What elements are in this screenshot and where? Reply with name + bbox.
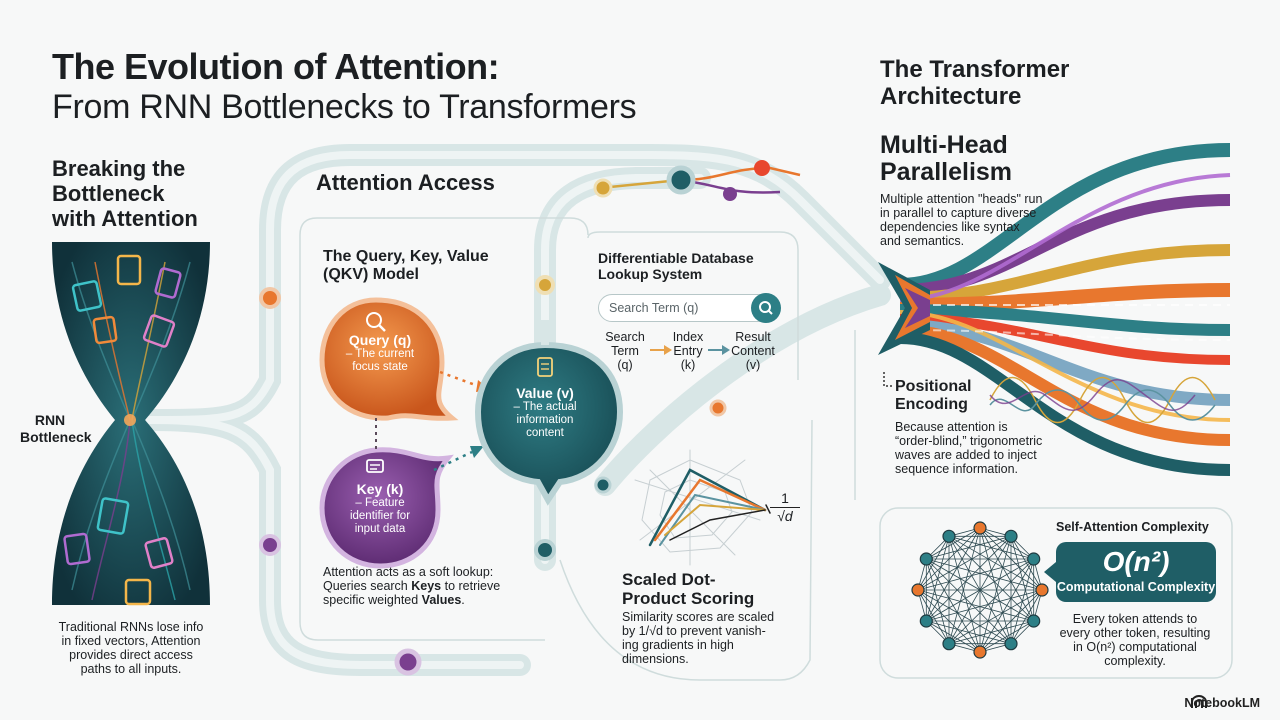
- query-node: [319, 297, 459, 421]
- graph-node: [919, 552, 933, 566]
- positional-encoding-heading: Positional Encoding: [895, 378, 972, 413]
- graph-node: [1035, 583, 1049, 597]
- positional-encoding-description: Because attention is “order-blind,” trig…: [895, 420, 1043, 476]
- bottleneck-heading: Breaking the Bottleneck with Attention: [52, 156, 198, 231]
- brand-label: NotebookLM: [1184, 696, 1260, 710]
- scoring-plot: [634, 449, 771, 566]
- bottleneck-description: Traditional RNNs lose info in fixed vect…: [58, 620, 204, 676]
- graph-edge: [948, 536, 1034, 622]
- soft-lookup-description: Attention acts as a soft lookup: Queries…: [323, 565, 501, 607]
- query-label: Query (q) – The current focus state: [345, 332, 415, 373]
- graph-edge: [917, 589, 950, 644]
- graph-node: [1004, 529, 1018, 543]
- graph-edge: [917, 558, 1034, 591]
- graph-edge: [948, 535, 1034, 560]
- notebooklm-logo-icon: [1191, 694, 1207, 708]
- graph-node: [973, 645, 987, 659]
- search-term-input[interactable]: Search Term (q): [598, 293, 781, 323]
- graph-node: [1027, 614, 1041, 628]
- key-label: Key (k) – Feature identifier for input d…: [349, 481, 411, 535]
- graph-node: [973, 521, 987, 535]
- graph-edge: [917, 589, 1034, 622]
- graph-edge: [948, 558, 1034, 644]
- value-node: [474, 320, 624, 506]
- graph-edge: [948, 536, 1012, 644]
- scaled-heading: Scaled Dot- Product Scoring: [622, 570, 755, 608]
- search-icon: [759, 301, 773, 315]
- graph-node: [911, 583, 925, 597]
- graph-edge: [917, 589, 1012, 645]
- graph-edge: [948, 536, 981, 653]
- scroll-icon: [537, 357, 553, 377]
- rnn-bottleneck-hourglass: [52, 242, 210, 606]
- flow-search-term: Search Term (q): [605, 330, 645, 372]
- graph-node: [942, 637, 956, 651]
- search-button[interactable]: [751, 293, 781, 323]
- graph-edge: [925, 558, 981, 653]
- graph-node: [942, 529, 956, 543]
- graph-edge: [979, 536, 1012, 653]
- id-card-icon: [366, 459, 384, 473]
- positional-waves: [989, 376, 1216, 424]
- graph-edge: [926, 536, 1012, 622]
- flow-index-entry: Index Entry (k): [672, 330, 704, 372]
- track-nodes: [259, 160, 770, 676]
- graph-node: [919, 614, 933, 628]
- key-node: [319, 447, 454, 569]
- graph-edge: [926, 620, 981, 653]
- rnn-bottleneck-label: RNN Bottleneck: [20, 412, 92, 445]
- graph-edge: [948, 527, 981, 644]
- graph-edge: [979, 527, 1012, 644]
- multi-head-heading: Multi-Head Parallelism: [880, 131, 1013, 186]
- page-subtitle: From RNN Bottlenecks to Transformers: [52, 88, 637, 126]
- complexity-description: Every token attends to every other token…: [1059, 612, 1211, 668]
- magnifier-icon: [366, 312, 382, 328]
- transformer-heading: The Transformer Architecture: [880, 56, 1070, 110]
- graph-edge: [925, 558, 950, 644]
- attention-access-heading: Attention Access: [316, 170, 495, 195]
- database-heading: Differentiable Database Lookup System: [598, 250, 754, 282]
- complexity-heading: Self-Attention Complexity: [1056, 520, 1209, 534]
- graph-edge: [926, 589, 1043, 622]
- qkv-heading: The Query, Key, Value (QKV) Model: [323, 248, 489, 283]
- graph-edge: [926, 558, 1012, 644]
- multi-head-description: Multiple attention "heads" run in parall…: [880, 192, 1043, 248]
- complexity-badge: O(n²) Computational Complexity: [1056, 542, 1216, 602]
- graph-edge: [917, 536, 950, 591]
- graph-node: [1004, 637, 1018, 651]
- graph-edge: [926, 558, 1043, 591]
- value-label: Value (v) – The actual information conte…: [513, 385, 577, 439]
- scaled-description: Similarity scores are scaled by 1/√d to …: [622, 610, 775, 666]
- fully-connected-graph: [911, 521, 1049, 659]
- flow-result-content: Result Content (v): [731, 330, 775, 372]
- graph-node: [1027, 552, 1041, 566]
- search-placeholder: Search Term (q): [609, 301, 699, 315]
- scale-fraction: 1 √d: [770, 490, 800, 525]
- multi-head-strands: [899, 143, 1231, 476]
- graph-edge: [925, 536, 950, 622]
- graph-edge: [948, 535, 1043, 591]
- page-title: The Evolution of Attention:: [52, 46, 500, 87]
